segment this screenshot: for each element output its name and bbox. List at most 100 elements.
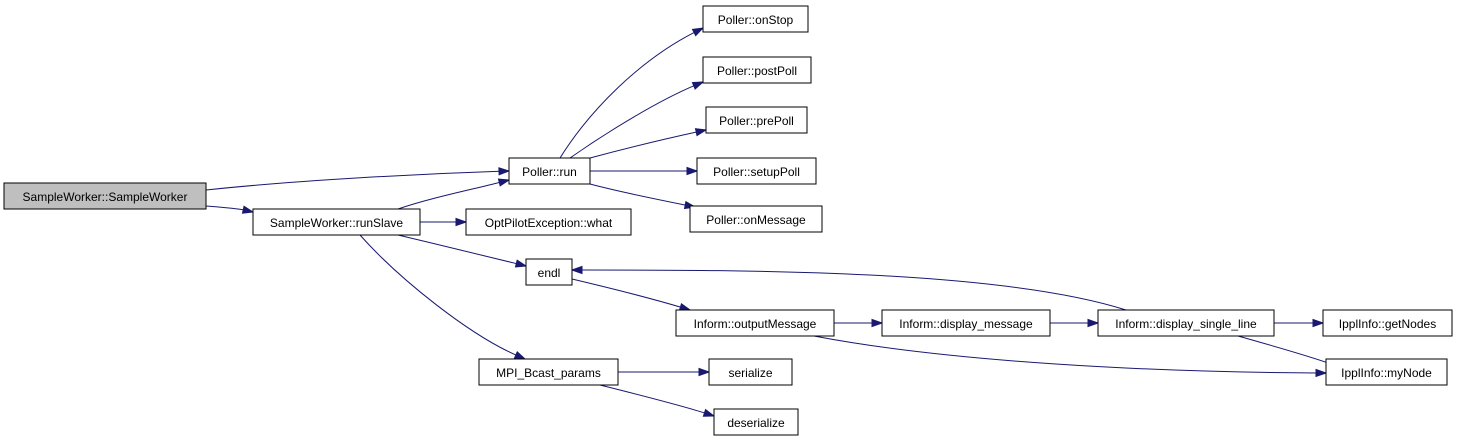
arrow-head xyxy=(698,367,711,377)
edge-line xyxy=(589,183,687,206)
arrow-head xyxy=(498,167,511,176)
edge-run_slave-to-poller_run xyxy=(397,178,511,210)
node-label: Poller::prePoll xyxy=(719,114,794,128)
node-my-node[interactable]: IpplInfo::myNode xyxy=(1325,358,1448,386)
edge-line xyxy=(599,384,706,414)
arrow-head xyxy=(1087,318,1100,328)
node-box xyxy=(1322,309,1453,337)
node-opt-what[interactable]: OptPilotException::what xyxy=(465,208,632,236)
node-serialize[interactable]: serialize xyxy=(708,358,793,386)
node-display-single-line[interactable]: Inform::display_single_line xyxy=(1097,309,1275,337)
node-box xyxy=(508,157,591,185)
node-label: SampleWorker::SampleWorker xyxy=(23,190,188,204)
edge-line xyxy=(571,278,682,308)
arrow-head xyxy=(691,27,705,37)
edge-poller_run-to-setup_poll xyxy=(589,166,699,176)
node-box xyxy=(1097,309,1275,337)
node-box xyxy=(675,309,835,337)
arrow-head xyxy=(241,205,255,214)
node-label: Poller::onStop xyxy=(718,13,794,27)
edge-line xyxy=(589,131,698,159)
edge-output_message-to-display_message xyxy=(834,318,884,328)
node-label: OptPilotException::what xyxy=(485,216,613,230)
node-label: Inform::display_message xyxy=(899,317,1033,331)
node-box xyxy=(689,205,823,233)
arrow-head xyxy=(694,128,708,137)
node-on-message[interactable]: Poller::onMessage xyxy=(689,205,823,233)
node-label: deserialize xyxy=(727,416,785,430)
edge-poller_run-to-on_message xyxy=(589,183,697,210)
node-box xyxy=(702,56,812,84)
edge-line xyxy=(205,205,245,211)
arrow-head xyxy=(702,408,716,417)
edge-line xyxy=(205,170,501,191)
node-box xyxy=(465,208,632,236)
node-box xyxy=(881,309,1051,337)
node-label: IpplInfo::getNodes xyxy=(1339,317,1436,331)
edge-run_slave-to-endl xyxy=(397,234,528,268)
node-pre-poll[interactable]: Poller::prePoll xyxy=(705,106,808,134)
edge-run_slave-to-mpi_bcast xyxy=(359,234,527,360)
node-mpi-bcast[interactable]: MPI_Bcast_params xyxy=(478,358,619,386)
node-box xyxy=(696,157,817,185)
edge-mpi_bcast-to-serialize xyxy=(618,367,711,377)
node-box xyxy=(713,408,799,436)
node-label: Poller::postPoll xyxy=(717,64,797,78)
node-label: MPI_Bcast_params xyxy=(496,366,601,380)
node-label: SampleWorker::runSlave xyxy=(270,216,403,230)
node-run-slave[interactable]: SampleWorker::runSlave xyxy=(252,208,421,236)
edge-mpi_bcast-to-deserialize xyxy=(599,384,716,417)
arrow-head xyxy=(455,217,468,227)
edge-line xyxy=(569,85,695,159)
edge-run_slave-to-opt_what xyxy=(420,217,468,227)
call-nodes: SampleWorker::SampleWorkerSampleWorker::… xyxy=(3,5,1453,436)
edge-line xyxy=(1237,335,1329,364)
arrow-head xyxy=(871,318,884,328)
arrow-head xyxy=(678,302,692,312)
node-label: Poller::setupPoll xyxy=(713,165,800,179)
arrow-head xyxy=(570,265,583,275)
node-setup-poll[interactable]: Poller::setupPoll xyxy=(696,157,817,185)
edge-line xyxy=(397,234,518,265)
edge-sw_ctor-to-run_slave xyxy=(205,205,255,214)
node-get-nodes[interactable]: IpplInfo::getNodes xyxy=(1322,309,1453,337)
edge-display_single_line-to-endl xyxy=(570,265,1127,311)
arrow-head xyxy=(514,259,528,268)
arrow-head xyxy=(513,350,527,360)
node-box xyxy=(705,106,808,134)
arrow-head xyxy=(497,178,511,187)
node-label: endl xyxy=(538,266,561,280)
edge-line xyxy=(397,181,501,210)
node-box xyxy=(3,182,207,210)
edge-line xyxy=(813,335,1318,374)
edge-output_message-to-my_node xyxy=(813,335,1328,378)
edge-display_single_line-to-my_node xyxy=(1237,335,1339,367)
node-box xyxy=(525,258,573,286)
edge-poller_run-to-on_stop xyxy=(559,27,705,159)
node-box xyxy=(252,208,421,236)
node-deserialize[interactable]: deserialize xyxy=(713,408,799,436)
node-sw-ctor[interactable]: SampleWorker::SampleWorker xyxy=(3,182,207,210)
node-box xyxy=(708,358,793,386)
edge-line xyxy=(580,269,1127,311)
edge-line xyxy=(559,31,696,159)
node-display-message[interactable]: Inform::display_message xyxy=(881,309,1051,337)
node-box xyxy=(1325,358,1448,386)
node-post-poll[interactable]: Poller::postPoll xyxy=(702,56,812,84)
edge-display_single_line-to-get_nodes xyxy=(1274,318,1325,328)
arrow-head xyxy=(1312,318,1325,328)
node-box xyxy=(702,5,809,33)
edge-display_message-to-display_single_line xyxy=(1050,318,1100,328)
edge-poller_run-to-post_poll xyxy=(569,81,705,159)
node-label: serialize xyxy=(728,366,772,380)
node-on-stop[interactable]: Poller::onStop xyxy=(702,5,809,33)
edge-poller_run-to-pre_poll xyxy=(589,128,708,159)
node-box xyxy=(478,358,619,386)
edge-endl-to-output_message xyxy=(571,278,692,312)
node-poller-run[interactable]: Poller::run xyxy=(508,157,591,185)
call-edges xyxy=(205,27,1339,417)
node-output-message[interactable]: Inform::outputMessage xyxy=(675,309,835,337)
node-label: Inform::display_single_line xyxy=(1115,317,1257,331)
node-endl[interactable]: endl xyxy=(525,258,573,286)
